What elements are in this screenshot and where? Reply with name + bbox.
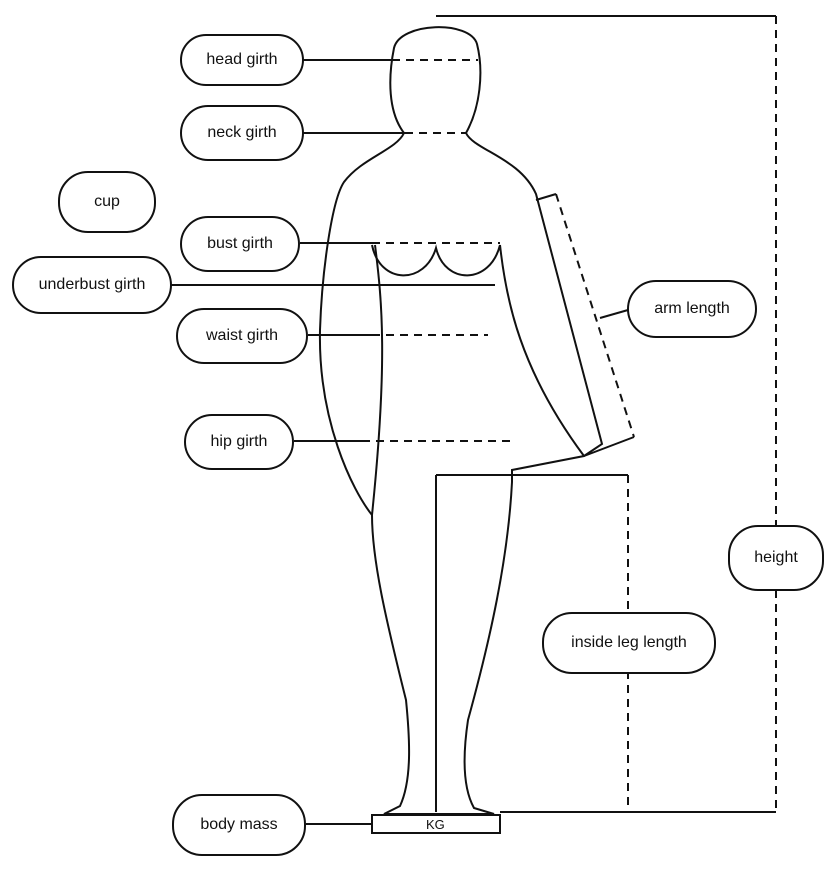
arm-length-connector <box>599 309 629 319</box>
scale-platform <box>371 814 501 834</box>
neck-girth-label: neck girth <box>180 105 304 161</box>
waist-girth-label: waist girth <box>176 308 308 364</box>
body-mass-label: body mass <box>172 794 306 856</box>
cup-label: cup <box>58 171 156 233</box>
arm-bracket-bottom <box>583 436 635 457</box>
inside-leg-length-label: inside leg length <box>542 612 716 674</box>
arm-length-label: arm length <box>627 280 757 338</box>
height-label: height <box>728 525 824 591</box>
arm-bracket-top <box>535 193 557 201</box>
hip-girth-label: hip girth <box>184 414 294 470</box>
bust-girth-label: bust girth <box>180 216 300 272</box>
arm-length-dashed <box>555 193 635 438</box>
left-arm-line <box>371 244 384 516</box>
head-girth-label: head girth <box>180 34 304 86</box>
bust-cups <box>371 244 501 277</box>
body-outline <box>318 26 604 815</box>
underbust-girth-label: underbust girth <box>12 256 172 314</box>
scale-kg-label: KG <box>426 817 445 832</box>
arm-inner-line <box>499 244 585 457</box>
